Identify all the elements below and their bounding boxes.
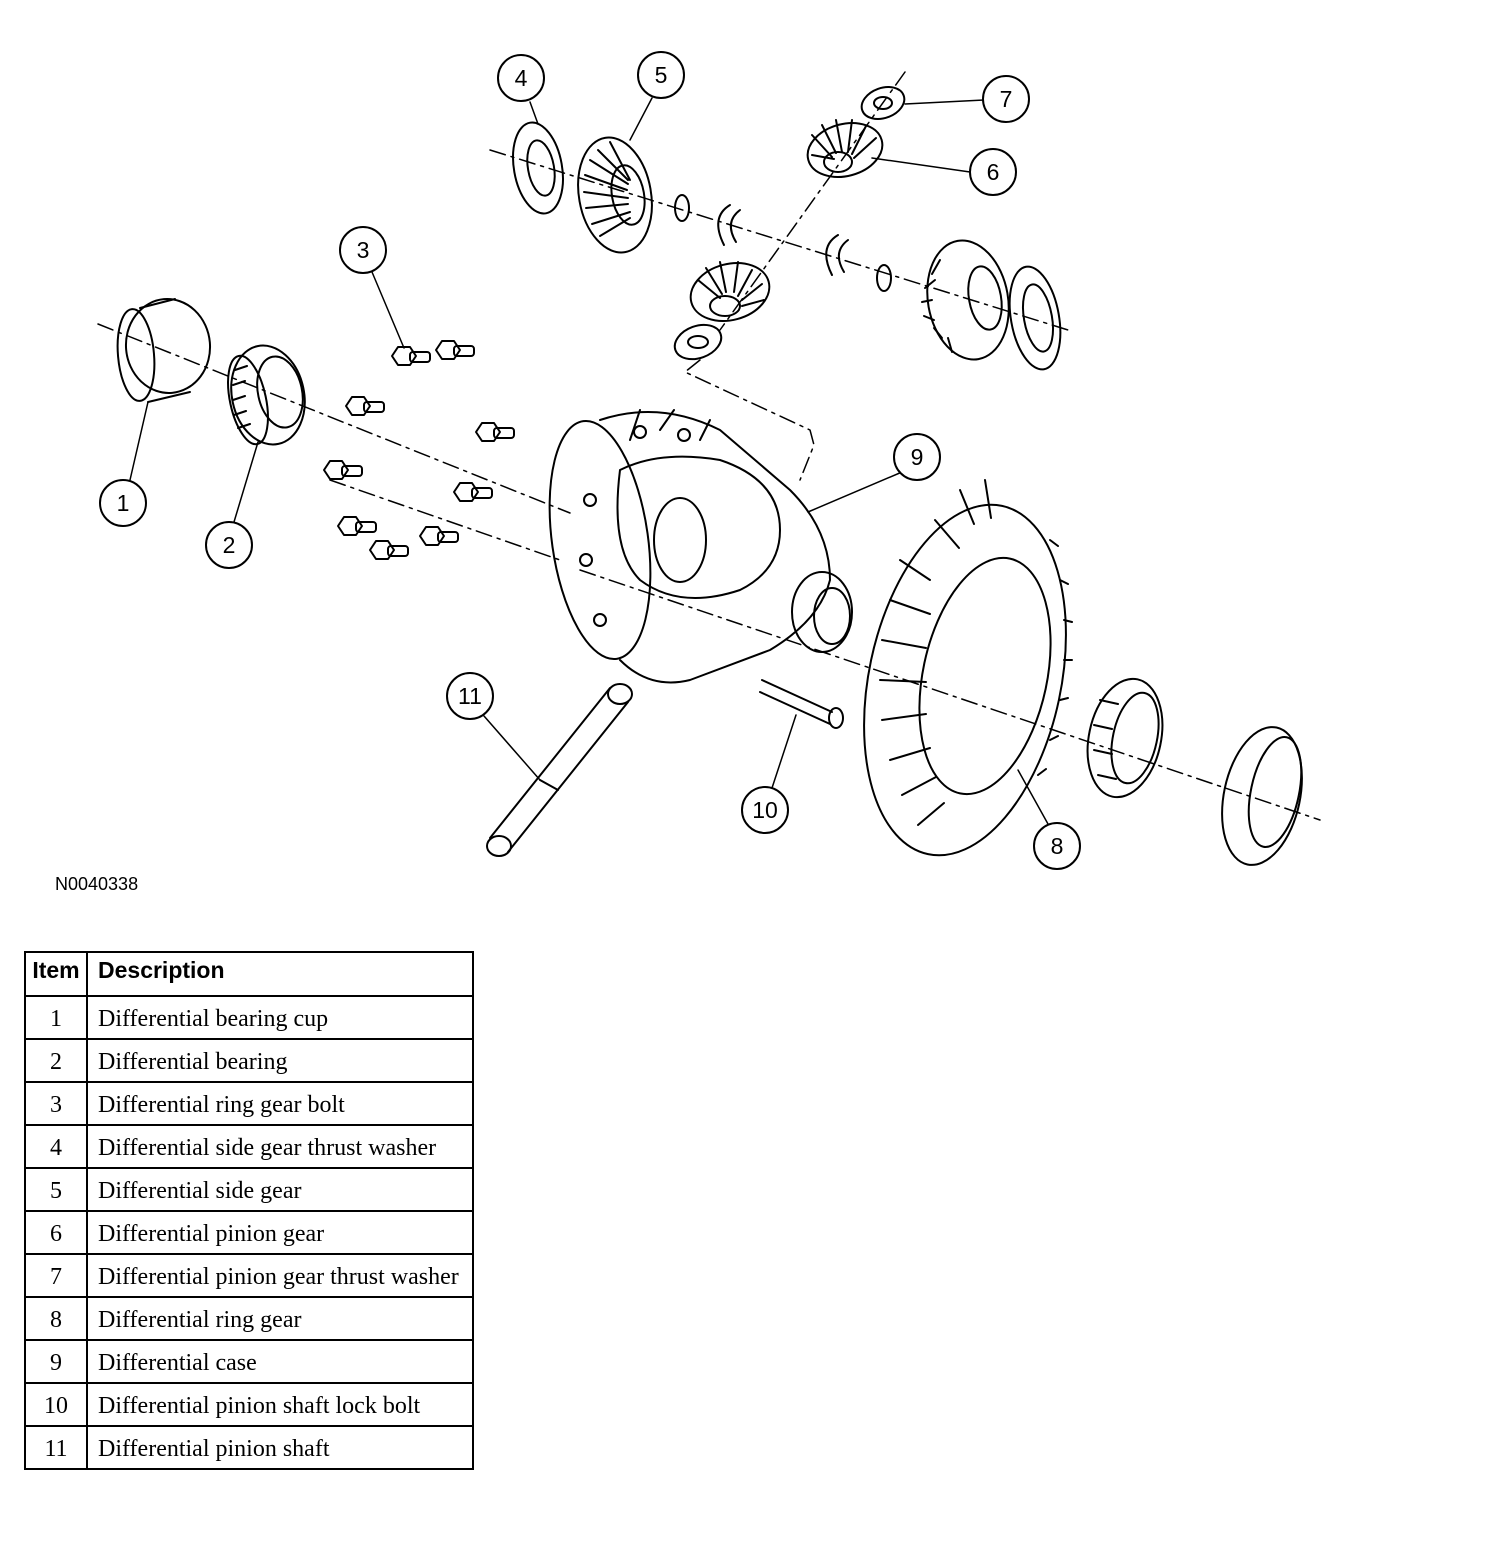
item-number: 2 xyxy=(24,1038,88,1083)
callout-8: 8 xyxy=(1033,822,1081,870)
table-header-row: Item Description xyxy=(24,951,474,997)
item-description: Differential pinion shaft xyxy=(86,1425,474,1470)
item-description: Differential pinion gear thrust washer xyxy=(86,1253,474,1298)
svg-text:7: 7 xyxy=(1000,86,1013,112)
svg-text:1: 1 xyxy=(117,490,130,516)
centerlines xyxy=(97,71,1321,821)
svg-text:3: 3 xyxy=(357,237,370,263)
svg-text:5: 5 xyxy=(655,62,668,88)
svg-text:10: 10 xyxy=(752,797,778,823)
callout-6: 6 xyxy=(969,148,1017,196)
callout-9: 9 xyxy=(893,433,941,481)
pinion-thrust-washer-lower xyxy=(673,323,723,361)
item-number: 3 xyxy=(24,1081,88,1126)
callout-10: 10 xyxy=(741,786,789,834)
item-description: Differential side gear thrust washer xyxy=(86,1124,474,1169)
pinion-thrust-washer-upper xyxy=(860,86,906,120)
svg-text:9: 9 xyxy=(911,444,924,470)
item-description: Differential pinion gear xyxy=(86,1210,474,1255)
leader-lines xyxy=(129,97,1049,825)
item-description: Differential pinion shaft lock bolt xyxy=(86,1382,474,1427)
svg-text:8: 8 xyxy=(1051,833,1064,859)
svg-text:2: 2 xyxy=(223,532,236,558)
item-description: Differential case xyxy=(86,1339,474,1384)
item-description: Differential bearing xyxy=(86,1038,474,1083)
svg-text:6: 6 xyxy=(987,159,1000,185)
item-number: 1 xyxy=(24,995,88,1040)
header-item: Item xyxy=(24,951,88,997)
item-number: 10 xyxy=(24,1382,88,1427)
item-number: 6 xyxy=(24,1210,88,1255)
item-description: Differential ring gear xyxy=(86,1296,474,1341)
callout-1: 1 xyxy=(99,479,147,527)
snap-rings xyxy=(674,194,892,292)
callout-4: 4 xyxy=(497,54,545,102)
item-number: 7 xyxy=(24,1253,88,1298)
item-number: 11 xyxy=(24,1425,88,1470)
bearing-left xyxy=(227,344,306,446)
item-number: 9 xyxy=(24,1339,88,1384)
svg-text:4: 4 xyxy=(515,65,528,91)
side-gear-thrust-washer-right xyxy=(1008,265,1062,371)
ring-gear xyxy=(863,479,1073,857)
item-number: 5 xyxy=(24,1167,88,1212)
figure-id: N0040338 xyxy=(55,874,139,894)
callout-5: 5 xyxy=(637,51,685,99)
pinion-gear-upper xyxy=(806,119,884,178)
header-description: Description xyxy=(86,951,474,997)
bearing-cup-left xyxy=(116,298,212,403)
svg-text:11: 11 xyxy=(458,683,482,709)
callout-3: 3 xyxy=(339,226,387,274)
ring-gear-bolts xyxy=(323,340,515,560)
side-gear-right xyxy=(921,239,1010,361)
pinion-shaft-lock-bolt xyxy=(759,679,844,729)
item-description: Differential side gear xyxy=(86,1167,474,1212)
pinion-gear-lower xyxy=(689,261,771,322)
differential-case xyxy=(548,409,853,684)
pinion-shaft xyxy=(486,683,633,857)
item-number: 4 xyxy=(24,1124,88,1169)
exploded-view-diagram: 1 2 3 4 5 6 7 8 9 10 11 xyxy=(97,51,1321,870)
side-gear-left xyxy=(577,136,653,254)
callout-11: 11 xyxy=(446,672,494,720)
bearing-cup-right xyxy=(1221,726,1303,866)
callout-2: 2 xyxy=(205,521,253,569)
item-number: 8 xyxy=(24,1296,88,1341)
side-gear-thrust-washer-left xyxy=(512,121,564,215)
item-description: Differential bearing cup xyxy=(86,995,474,1040)
callout-7: 7 xyxy=(982,75,1030,123)
bearing-right xyxy=(1086,677,1164,799)
item-description: Differential ring gear bolt xyxy=(86,1081,474,1126)
